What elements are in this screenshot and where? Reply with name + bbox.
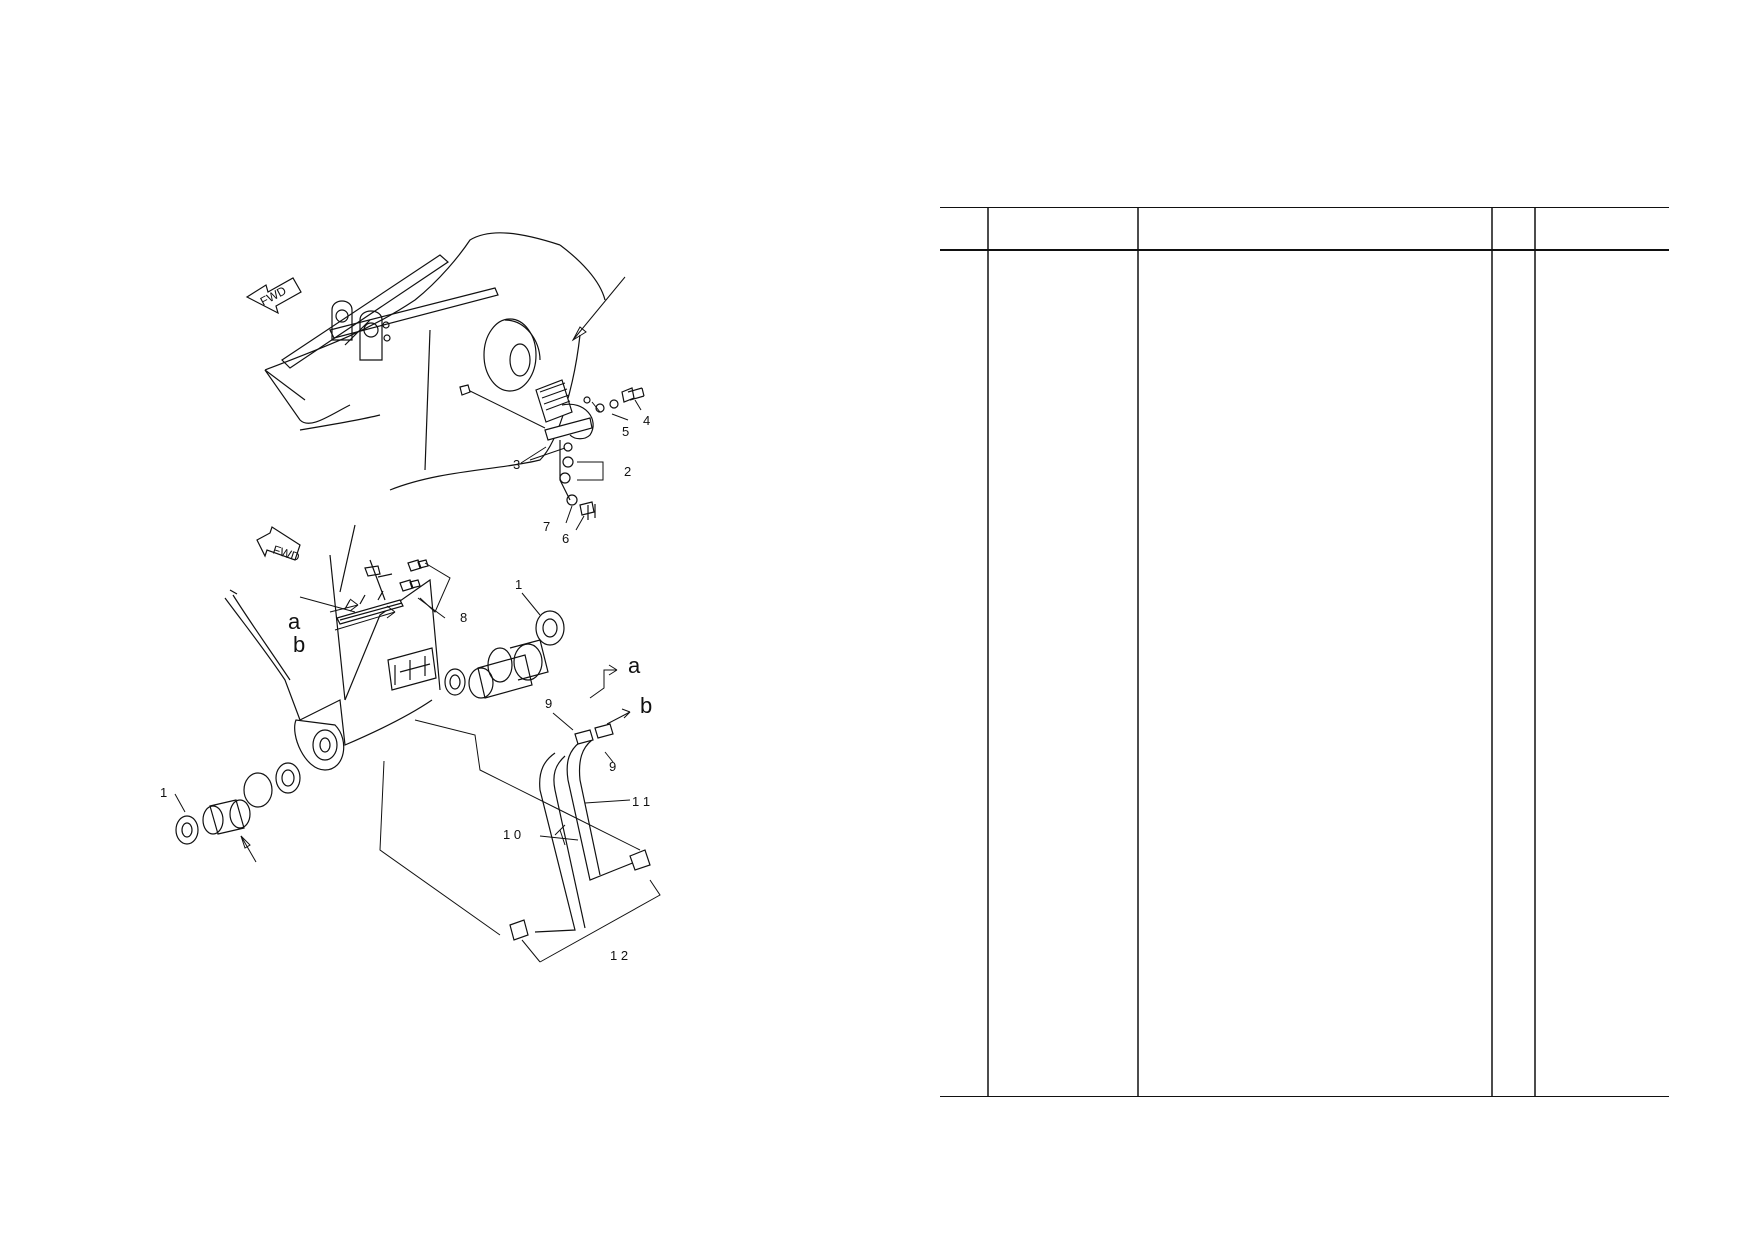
parts-list-table [940, 207, 1669, 1097]
fwd-arrow-bottom: FWD [256, 526, 302, 564]
letter-b-left: b [293, 632, 305, 657]
work-light [535, 379, 594, 501]
callout-10: 1 0 [503, 827, 521, 842]
callout-9-upper: 9 [545, 696, 552, 711]
callout-1-left: 1 [160, 785, 167, 800]
letter-b-right: b [640, 693, 652, 718]
callout-4: 4 [643, 413, 650, 428]
callout-12: 1 2 [610, 948, 628, 963]
callout-1-right: 1 [515, 577, 522, 592]
callout-9-lower: 9 [609, 759, 616, 774]
connection-letters: a b a b [288, 609, 652, 718]
callout-6: 6 [562, 531, 569, 546]
callout-5: 5 [622, 424, 629, 439]
callouts: 1 1 2 3 4 5 6 7 8 9 9 1 0 1 1 1 2 [160, 413, 650, 963]
lower-assembly [174, 524, 661, 963]
callout-3: 3 [513, 457, 520, 472]
callout-7: 7 [543, 519, 550, 534]
callout-2: 2 [624, 464, 631, 479]
callout-8: 8 [460, 610, 467, 625]
upper-assembly [264, 232, 645, 531]
fwd-arrow-top: FWD [245, 277, 302, 315]
letter-a-left: a [288, 609, 301, 634]
letter-a-right: a [628, 653, 641, 678]
callout-11: 1 1 [632, 794, 650, 809]
